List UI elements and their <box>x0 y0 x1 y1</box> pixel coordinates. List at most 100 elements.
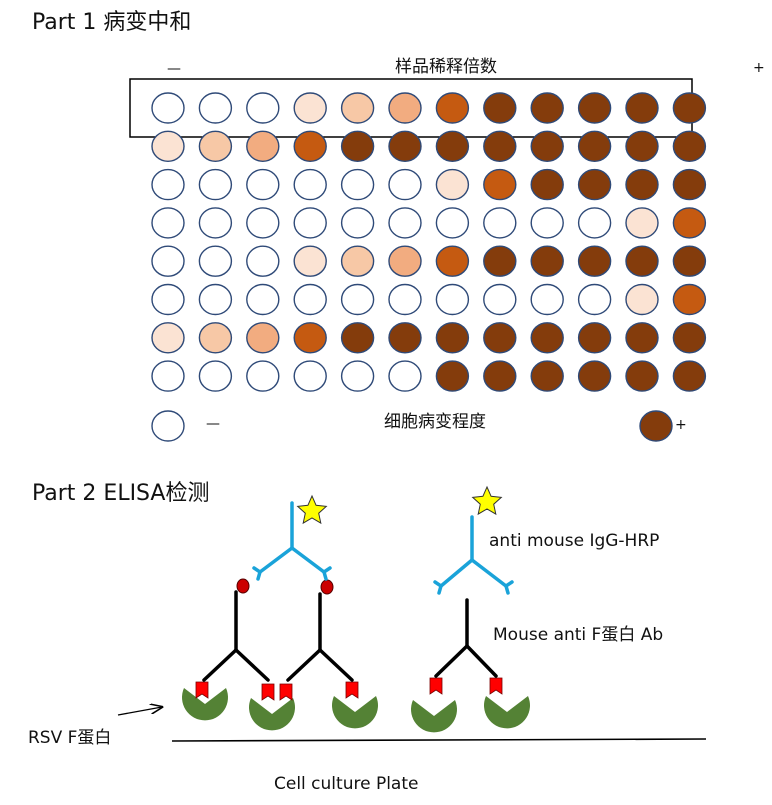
enzyme-dot-1 <box>236 578 250 594</box>
plate-well <box>246 360 280 392</box>
binding-site-5 <box>429 677 443 695</box>
plate-well <box>625 92 659 124</box>
plate-well <box>388 360 422 392</box>
plate-well <box>246 92 280 124</box>
plate-well <box>483 360 517 392</box>
plate-well <box>198 245 233 277</box>
plate-well <box>198 360 233 392</box>
primary-antibody-1 <box>202 590 270 682</box>
plate-well <box>435 207 470 239</box>
plate-well <box>340 360 375 392</box>
part1-title: Part 1 病变中和 <box>32 10 192 35</box>
binding-site-3 <box>279 683 293 701</box>
antigen-2 <box>248 698 295 731</box>
plate-well <box>577 322 612 354</box>
plate-well <box>198 130 233 163</box>
antigen-3 <box>332 696 378 729</box>
plate-well <box>577 168 612 201</box>
binding-site-1 <box>195 681 209 699</box>
plate-well <box>246 168 280 201</box>
plate-well <box>151 130 185 163</box>
plate-well <box>151 360 185 392</box>
secondary-antibody-1 <box>252 501 332 581</box>
plate-well <box>246 322 280 354</box>
plate-well <box>198 322 233 354</box>
dilution-minus-sign: — <box>167 61 181 77</box>
cpe-minus-sign: — <box>206 416 220 432</box>
binding-site-2 <box>261 683 275 701</box>
plate-well <box>625 245 659 277</box>
plate-well <box>672 360 707 392</box>
plate-well <box>151 168 185 201</box>
dilution-plus-sign: + <box>753 60 765 76</box>
hrp-star-icon-1 <box>296 494 328 525</box>
plate-well <box>530 245 564 277</box>
plate-well <box>388 92 422 124</box>
plate-well <box>246 207 280 239</box>
plate-well <box>293 245 327 277</box>
plate-well <box>530 92 564 124</box>
plate-well <box>483 130 517 163</box>
plate-well <box>151 207 185 239</box>
plate-well <box>625 322 659 354</box>
antigen-1 <box>182 688 229 721</box>
plate-well <box>672 283 707 316</box>
plate-well <box>340 130 375 163</box>
binding-site-4 <box>345 681 359 699</box>
plate-surface-line <box>171 738 707 742</box>
plate-well <box>388 283 422 316</box>
plate-well <box>151 92 185 124</box>
plate-well <box>388 322 422 354</box>
primary-antibody-label: Mouse anti F蛋白 Ab <box>493 625 664 645</box>
plate-well <box>293 92 327 124</box>
enzyme-dot-2 <box>320 579 334 595</box>
plate-well <box>246 283 280 316</box>
secondary-antibody-2 <box>433 515 514 595</box>
plate-well <box>435 130 470 163</box>
plate-well <box>483 207 517 239</box>
plate-well <box>435 322 470 354</box>
primary-antibody-3 <box>434 598 498 678</box>
plate-well <box>672 207 707 239</box>
plate-well <box>151 322 185 354</box>
cpe-plus-sign: + <box>675 417 687 433</box>
plate-well <box>340 322 375 354</box>
primary-antibody-2 <box>286 592 354 682</box>
dilution-label: 样品稀释倍数 <box>395 57 497 77</box>
plate-well <box>483 283 517 316</box>
plate-label: Cell culture Plate <box>274 774 419 794</box>
plate-well <box>388 245 422 277</box>
plate-wells <box>151 92 707 392</box>
plate-well <box>483 92 517 124</box>
plate-well <box>293 283 327 316</box>
plate-well <box>530 283 564 316</box>
plate-well <box>672 322 707 354</box>
plate-well <box>435 168 470 201</box>
plate-well <box>530 207 564 239</box>
part2-title: Part 2 ELISA检测 <box>32 481 210 506</box>
plate-well <box>625 360 659 392</box>
plate-well <box>293 322 327 354</box>
plate-well <box>577 130 612 163</box>
plate-well <box>577 245 612 277</box>
antigen-4 <box>411 700 457 733</box>
plate-well <box>246 245 280 277</box>
plate-well <box>625 283 659 316</box>
plate-well <box>672 245 707 277</box>
plate-well <box>293 207 327 239</box>
legend-minus-well <box>151 410 185 442</box>
plate-well <box>198 283 233 316</box>
plate-well <box>530 360 564 392</box>
plate-well <box>577 360 612 392</box>
antigen-5 <box>483 696 530 729</box>
plate-well <box>435 92 470 124</box>
secondary-antibody-label: anti mouse IgG-HRP <box>489 531 660 551</box>
plate-well <box>293 360 327 392</box>
plate-well <box>198 168 233 201</box>
plate-well <box>388 130 422 163</box>
plate-well <box>435 283 470 316</box>
antigen-arrow <box>117 707 162 716</box>
plate-well <box>293 168 327 201</box>
plate-well <box>577 92 612 124</box>
legend-plus-well <box>639 410 673 442</box>
